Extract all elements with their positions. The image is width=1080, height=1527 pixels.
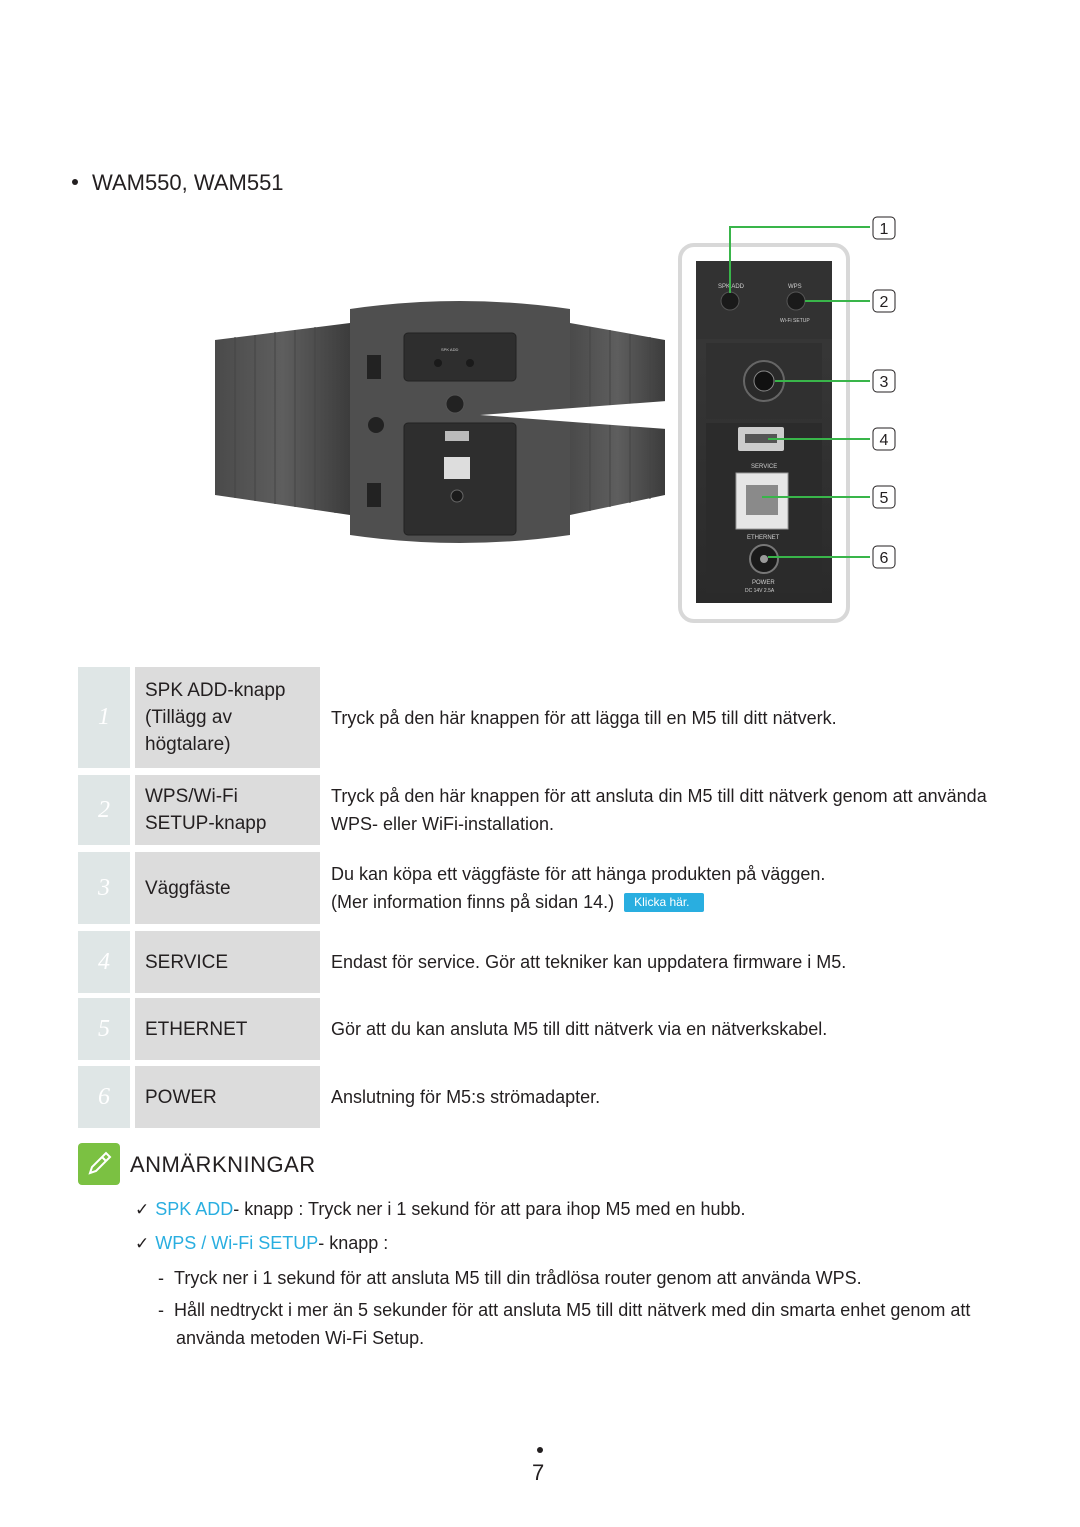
row-number: 6 <box>78 1066 130 1128</box>
row-label: ETHERNET <box>135 998 320 1060</box>
note-pencil-icon <box>78 1143 120 1185</box>
svg-text:WPS: WPS <box>788 284 802 290</box>
speaker-rear-illustration: SPK ADD SPK ADD WPS Wi-Fi SETUP SERVICE … <box>215 216 896 623</box>
page-dot <box>537 1447 543 1453</box>
row-number: 5 <box>78 998 130 1060</box>
note-subitem: -Tryck ner i 1 sekund för att ansluta M5… <box>158 1268 862 1288</box>
callout-3: 3 <box>880 374 889 391</box>
row-description: Endast för service. Gör att tekniker kan… <box>331 952 847 972</box>
svg-text:ETHERNET: ETHERNET <box>747 535 780 541</box>
callout-2: 2 <box>880 294 889 311</box>
callout-4: 4 <box>880 432 889 449</box>
svg-text:SERVICE: SERVICE <box>751 464 777 470</box>
model-heading: WAM550, WAM551 <box>72 170 284 196</box>
speaker-left-wing <box>215 323 350 515</box>
table-row: 4 SERVICE Endast för service. Gör att te… <box>78 931 1003 993</box>
table-row: 2 WPS/Wi-Fi SETUP-knapp Tryck på den här… <box>78 775 1003 845</box>
svg-text:SPK ADD: SPK ADD <box>718 284 745 290</box>
row-number: 3 <box>78 852 130 924</box>
row-label: WPS/Wi-Fi SETUP-knapp <box>135 775 320 845</box>
click-here-link[interactable]: Klicka här. <box>624 893 704 912</box>
row-label: POWER <box>135 1066 320 1128</box>
row-number: 1 <box>78 667 130 768</box>
table-row: 5 ETHERNET Gör att du kan ansluta M5 til… <box>78 998 1003 1060</box>
table-row: 1 SPK ADD-knapp (Tillägg av högtalare) T… <box>78 667 1003 768</box>
wps-button-graphic <box>786 291 806 311</box>
note-item: ✓SPK ADD- knapp : Tryck ner i 1 sekund f… <box>135 1199 746 1219</box>
bullet-icon <box>72 179 78 186</box>
notes-title: ANMÄRKNINGAR <box>130 1152 316 1177</box>
row-label: SPK ADD-knapp (Tillägg av högtalare) <box>135 667 320 768</box>
row-description: Tryck på den här knappen för att ansluta… <box>331 786 987 834</box>
table-row: 3 Väggfäste Du kan köpa ett väggfäste fö… <box>78 852 1003 924</box>
model-names: WAM550, WAM551 <box>92 170 284 195</box>
row-description: Anslutning för M5:s strömadapter. <box>331 1087 601 1107</box>
checkmark-icon: ✓ <box>135 1200 150 1219</box>
row-description: Gör att du kan ansluta M5 till ditt nätv… <box>331 1019 828 1039</box>
row-description: Du kan köpa ett väggfäste för att hänga … <box>331 864 826 912</box>
svg-text:Wi-Fi SETUP: Wi-Fi SETUP <box>780 318 810 324</box>
svg-text:DC 14V 2.5A: DC 14V 2.5A <box>745 588 775 594</box>
row-label: SERVICE <box>135 931 320 993</box>
row-number: 4 <box>78 931 130 993</box>
svg-text:POWER: POWER <box>752 580 775 586</box>
row-number: 2 <box>78 775 130 845</box>
checkmark-icon: ✓ <box>135 1234 150 1253</box>
spk-add-button-graphic <box>720 291 740 311</box>
callout-5: 5 <box>880 490 889 507</box>
table-row: 6 POWER Anslutning för M5:s strömadapter… <box>78 1066 1003 1128</box>
note-subitem: -Håll nedtryckt i mer än 5 sekunder för … <box>158 1300 971 1320</box>
callout-6: 6 <box>880 550 889 567</box>
page-number: 7 <box>532 1460 545 1485</box>
note-subitem-continued: använda metoden Wi-Fi Setup. <box>176 1328 425 1348</box>
row-description: Tryck på den här knappen för att lägga t… <box>331 707 837 728</box>
note-item: ✓WPS / Wi-Fi SETUP- knapp : <box>135 1233 389 1253</box>
svg-text:SPK ADD: SPK ADD <box>441 347 458 352</box>
row-label: Väggfäste <box>135 852 320 924</box>
callout-1: 1 <box>880 221 889 238</box>
